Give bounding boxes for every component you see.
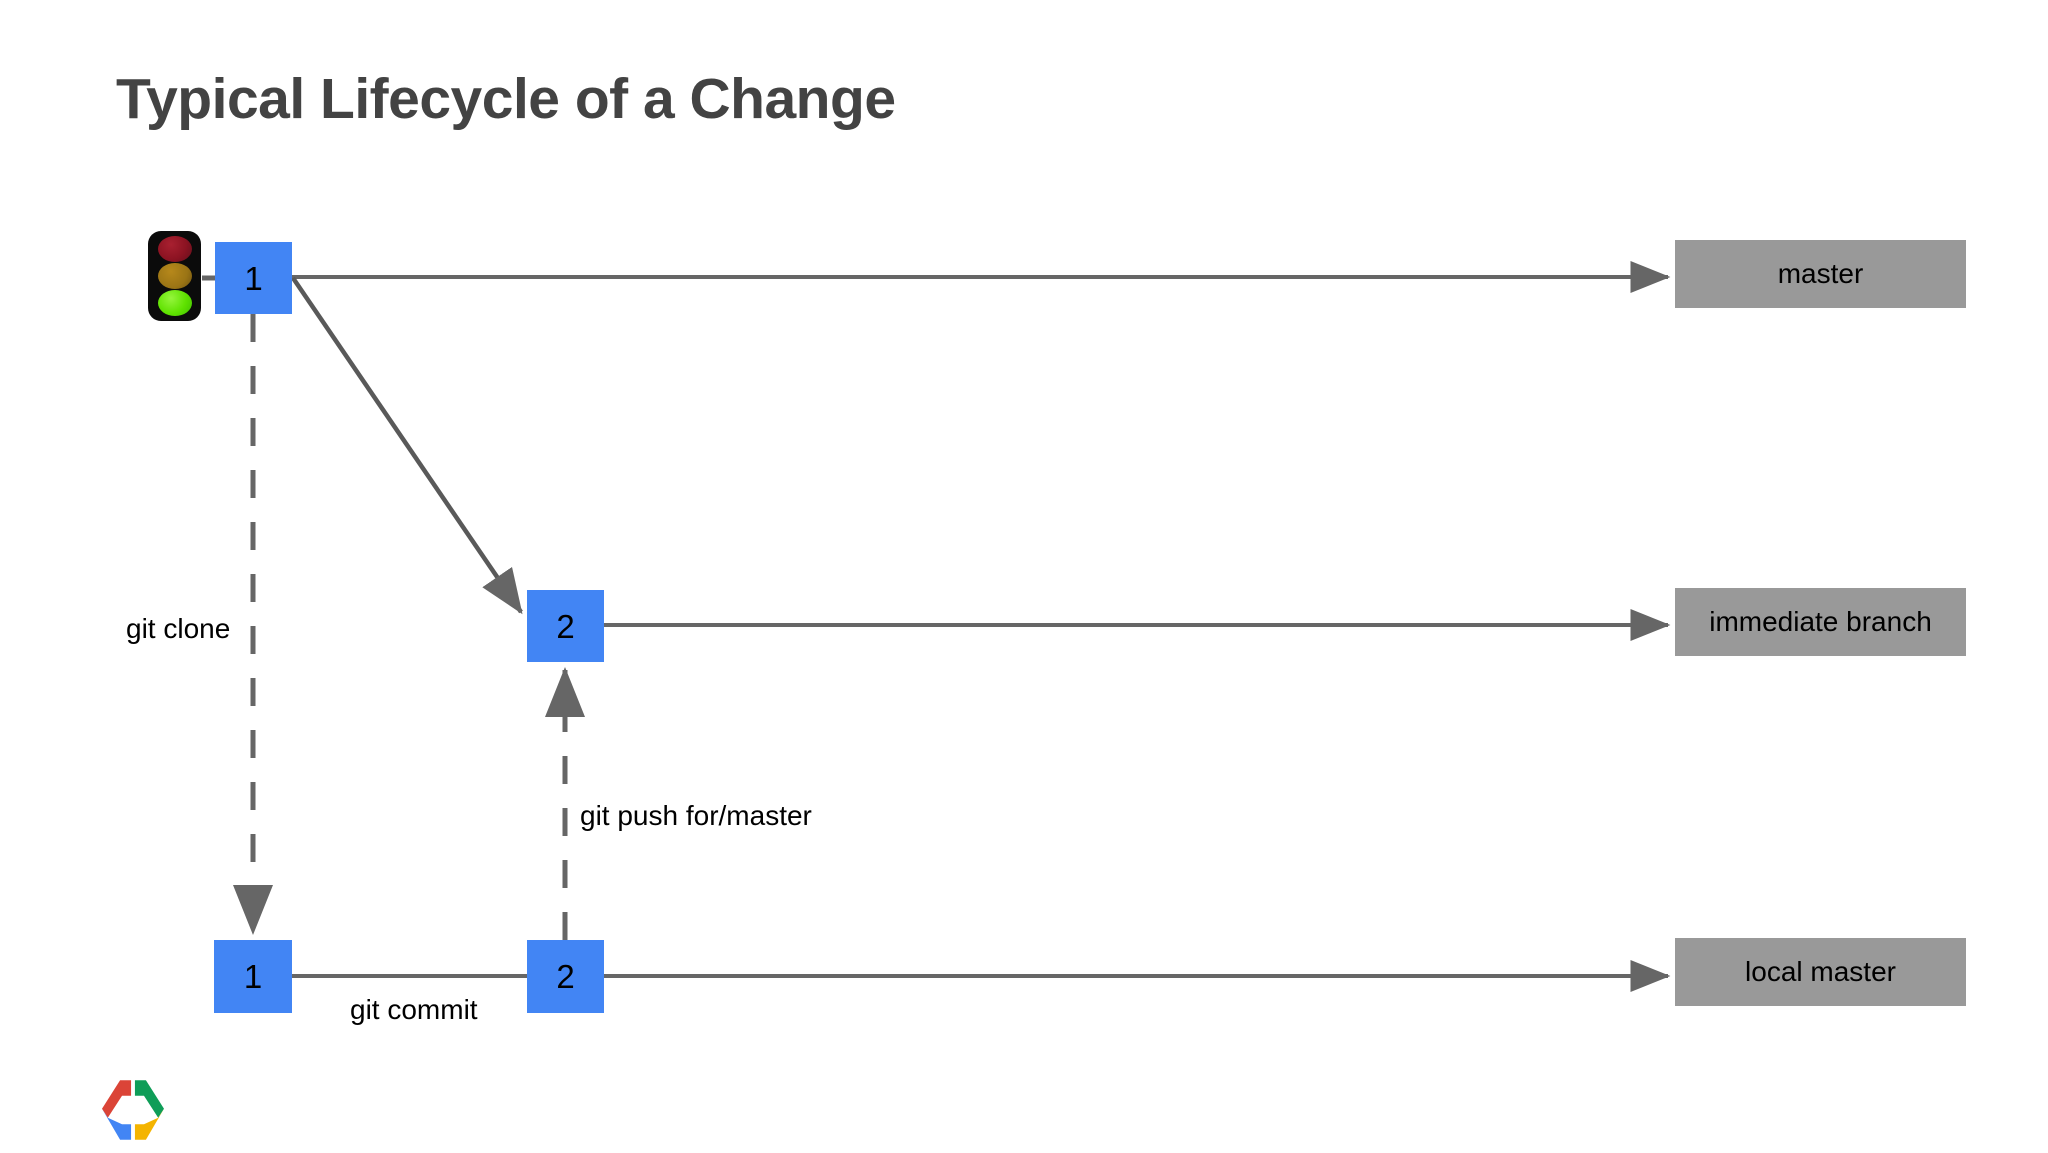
traffic-light-icon	[148, 231, 201, 321]
page-title: Typical Lifecycle of a Change	[116, 67, 896, 131]
node-label: 1	[243, 958, 263, 995]
lane-label: local master	[1745, 956, 1896, 987]
edge-label-git-clone: git clone	[126, 613, 231, 644]
node-label: 2	[556, 607, 575, 645]
lane-label: immediate branch	[1709, 606, 1932, 637]
node-local-master-commit-1[interactable]: 1	[214, 940, 292, 1013]
amber-lamp	[157, 262, 192, 289]
lane-box-immediate-branch[interactable]: immediate branch	[1675, 588, 1966, 656]
node-local-master-commit-2[interactable]: 2	[527, 940, 604, 1013]
lane-box-local-master[interactable]: local master	[1675, 938, 1966, 1006]
edge-label-git-push: git push for/master	[580, 800, 812, 831]
edge-label-git-commit: git commit	[350, 994, 478, 1025]
node-label: 1	[244, 259, 263, 297]
edge-review-diagonal	[291, 276, 523, 615]
node-immediate-branch-commit-2[interactable]: 2	[527, 590, 604, 662]
lane-label: master	[1777, 258, 1864, 289]
node-remote-master-commit-1[interactable]: 1	[215, 242, 292, 314]
google-developers-logo	[102, 1080, 164, 1140]
node-label: 2	[556, 958, 575, 995]
red-lamp	[157, 236, 192, 263]
lane-box-master[interactable]: master	[1675, 240, 1966, 308]
green-lamp	[157, 289, 192, 316]
